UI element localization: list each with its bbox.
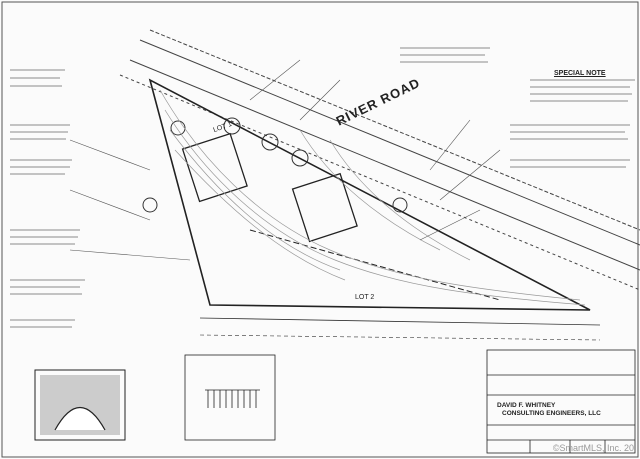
right-notes xyxy=(400,47,635,168)
chamber-detail xyxy=(34,369,126,441)
culvert-detail xyxy=(184,354,276,441)
house-footprint-lot2 xyxy=(291,172,358,243)
special-note-heading: SPECIAL NOTE xyxy=(554,70,606,77)
property-boundary xyxy=(148,78,591,311)
tree-markers xyxy=(142,117,408,213)
title-block xyxy=(486,349,636,454)
left-notes xyxy=(10,69,85,328)
house-footprint-lot1 xyxy=(181,132,248,203)
firm-subtitle: CONSULTING ENGINEERS, LLC xyxy=(502,410,601,417)
easement-line xyxy=(199,317,601,326)
lot-2-label: LOT 2 xyxy=(355,294,375,301)
leader-lines xyxy=(69,59,501,261)
watermark: ©SmartMLS, Inc. 20 xyxy=(552,443,634,453)
river-road xyxy=(119,29,640,291)
firm-name: DAVID F. WHITNEY xyxy=(497,402,556,409)
lot-line xyxy=(249,229,501,301)
contour-lines xyxy=(159,89,586,306)
